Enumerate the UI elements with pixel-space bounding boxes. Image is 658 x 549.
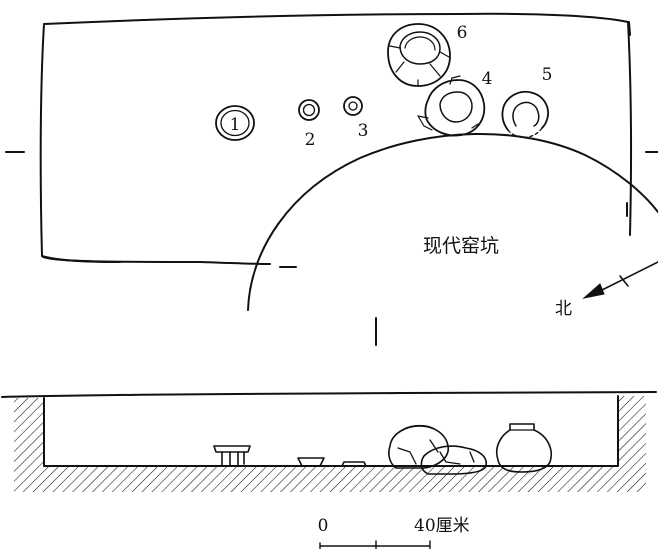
plan-item-4: 4: [417, 69, 493, 137]
section-item-dish: [341, 461, 367, 467]
earth-hatching: [14, 396, 646, 492]
item-label-1: 1: [230, 115, 241, 135]
north-arrow: 北: [555, 261, 658, 319]
plan-item-2: 2: [298, 99, 320, 150]
item-label-5: 5: [542, 65, 553, 85]
plan-item-6: 6: [387, 23, 468, 87]
pit-wall-outline: [43, 395, 619, 467]
plan-item-1: 1: [215, 105, 255, 141]
section-item-broken-jars: [388, 424, 488, 475]
item-label-2: 2: [305, 130, 316, 150]
item-label-3: 3: [358, 121, 369, 141]
tomb-pit-bottom-edge: [41, 255, 121, 263]
tomb-pit-outline: [39, 12, 633, 265]
scale-bar-end-label: 40厘米: [414, 516, 470, 536]
plan-view: 1 2 3 6 4: [5, 12, 658, 346]
modern-kiln-pit-arc: [247, 133, 658, 311]
scale-bar: 0 40厘米: [318, 516, 470, 549]
section-view: [1, 391, 657, 492]
ground-surface-line: [1, 391, 657, 398]
section-item-jar: [495, 423, 552, 473]
scale-bar-start-label: 0: [318, 516, 329, 536]
section-item-bowl: [297, 457, 325, 467]
section-item-tripod-vessel: [213, 445, 251, 467]
plan-item-5: 5: [501, 65, 553, 138]
item-label-4: 4: [482, 69, 493, 89]
modern-kiln-pit-label: 现代窑坑: [423, 235, 499, 257]
plan-item-3: 3: [343, 96, 369, 141]
item-label-6: 6: [457, 23, 468, 43]
north-label: 北: [555, 299, 572, 319]
